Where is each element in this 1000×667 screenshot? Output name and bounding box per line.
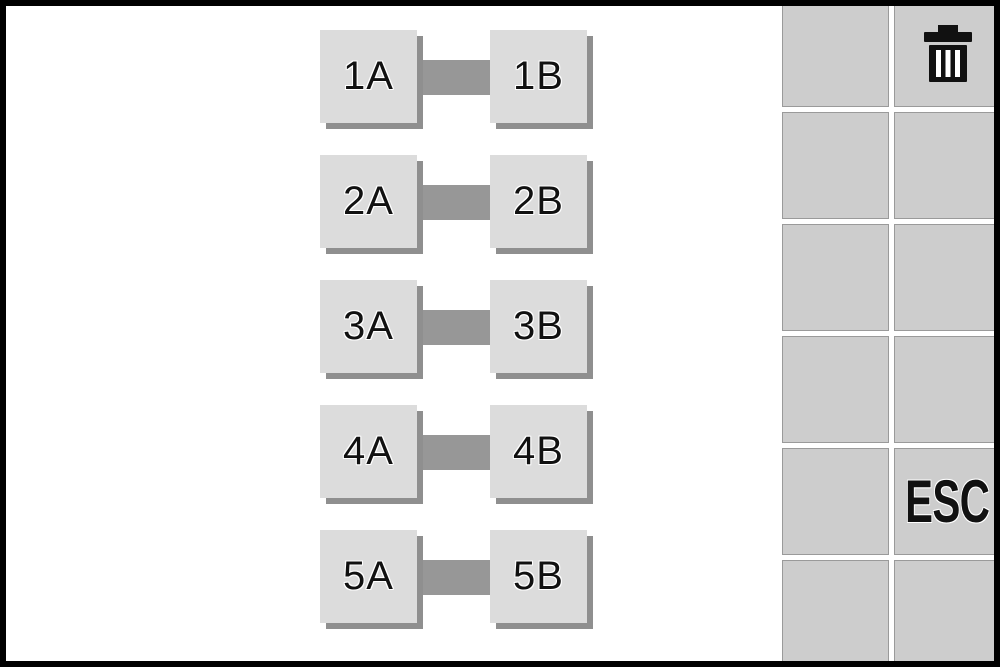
palette-cell (782, 224, 889, 331)
node-label: 1B (513, 54, 564, 98)
match-node-2a[interactable]: 2A (320, 155, 417, 248)
palette-cell (894, 336, 994, 443)
palette-cell (894, 560, 994, 667)
node-label: 1A (343, 54, 394, 98)
palette-cell (782, 112, 889, 219)
trash-icon (922, 25, 974, 82)
node-label: 3B (513, 304, 564, 348)
connector-bar-3 (410, 310, 498, 345)
match-node-4a[interactable]: 4A (320, 405, 417, 498)
palette-cell (782, 560, 889, 667)
node-label: 2A (343, 179, 394, 223)
palette-cell (894, 112, 994, 219)
connector-bar-4 (410, 435, 498, 470)
match-pair-5: 5A 5B (320, 530, 588, 630)
esc-button-label: ESC (905, 468, 990, 535)
button-grid-panel: ESC (782, 0, 994, 667)
node-label: 4B (513, 429, 564, 473)
match-node-3b[interactable]: 3B (490, 280, 587, 373)
node-label: 2B (513, 179, 564, 223)
match-node-5b[interactable]: 5B (490, 530, 587, 623)
match-node-4b[interactable]: 4B (490, 405, 587, 498)
palette-cell (782, 448, 889, 555)
palette-cell (782, 0, 889, 107)
connector-bar-1 (410, 60, 498, 95)
match-node-3a[interactable]: 3A (320, 280, 417, 373)
palette-cell (894, 224, 994, 331)
node-label: 5A (343, 554, 394, 598)
node-label: 5B (513, 554, 564, 598)
match-node-1b[interactable]: 1B (490, 30, 587, 123)
node-label: 3A (343, 304, 394, 348)
trash-button[interactable] (894, 0, 994, 107)
esc-button[interactable]: ESC (894, 448, 994, 555)
match-node-2b[interactable]: 2B (490, 155, 587, 248)
connector-bar-5 (410, 560, 498, 595)
match-pair-3: 3A 3B (320, 280, 588, 380)
connector-bar-2 (410, 185, 498, 220)
node-label: 4A (343, 429, 394, 473)
match-pair-2: 2A 2B (320, 155, 588, 255)
match-node-5a[interactable]: 5A (320, 530, 417, 623)
match-node-1a[interactable]: 1A (320, 30, 417, 123)
match-pair-4: 4A 4B (320, 405, 588, 505)
palette-cell (782, 336, 889, 443)
match-pair-1: 1A 1B (320, 30, 588, 130)
